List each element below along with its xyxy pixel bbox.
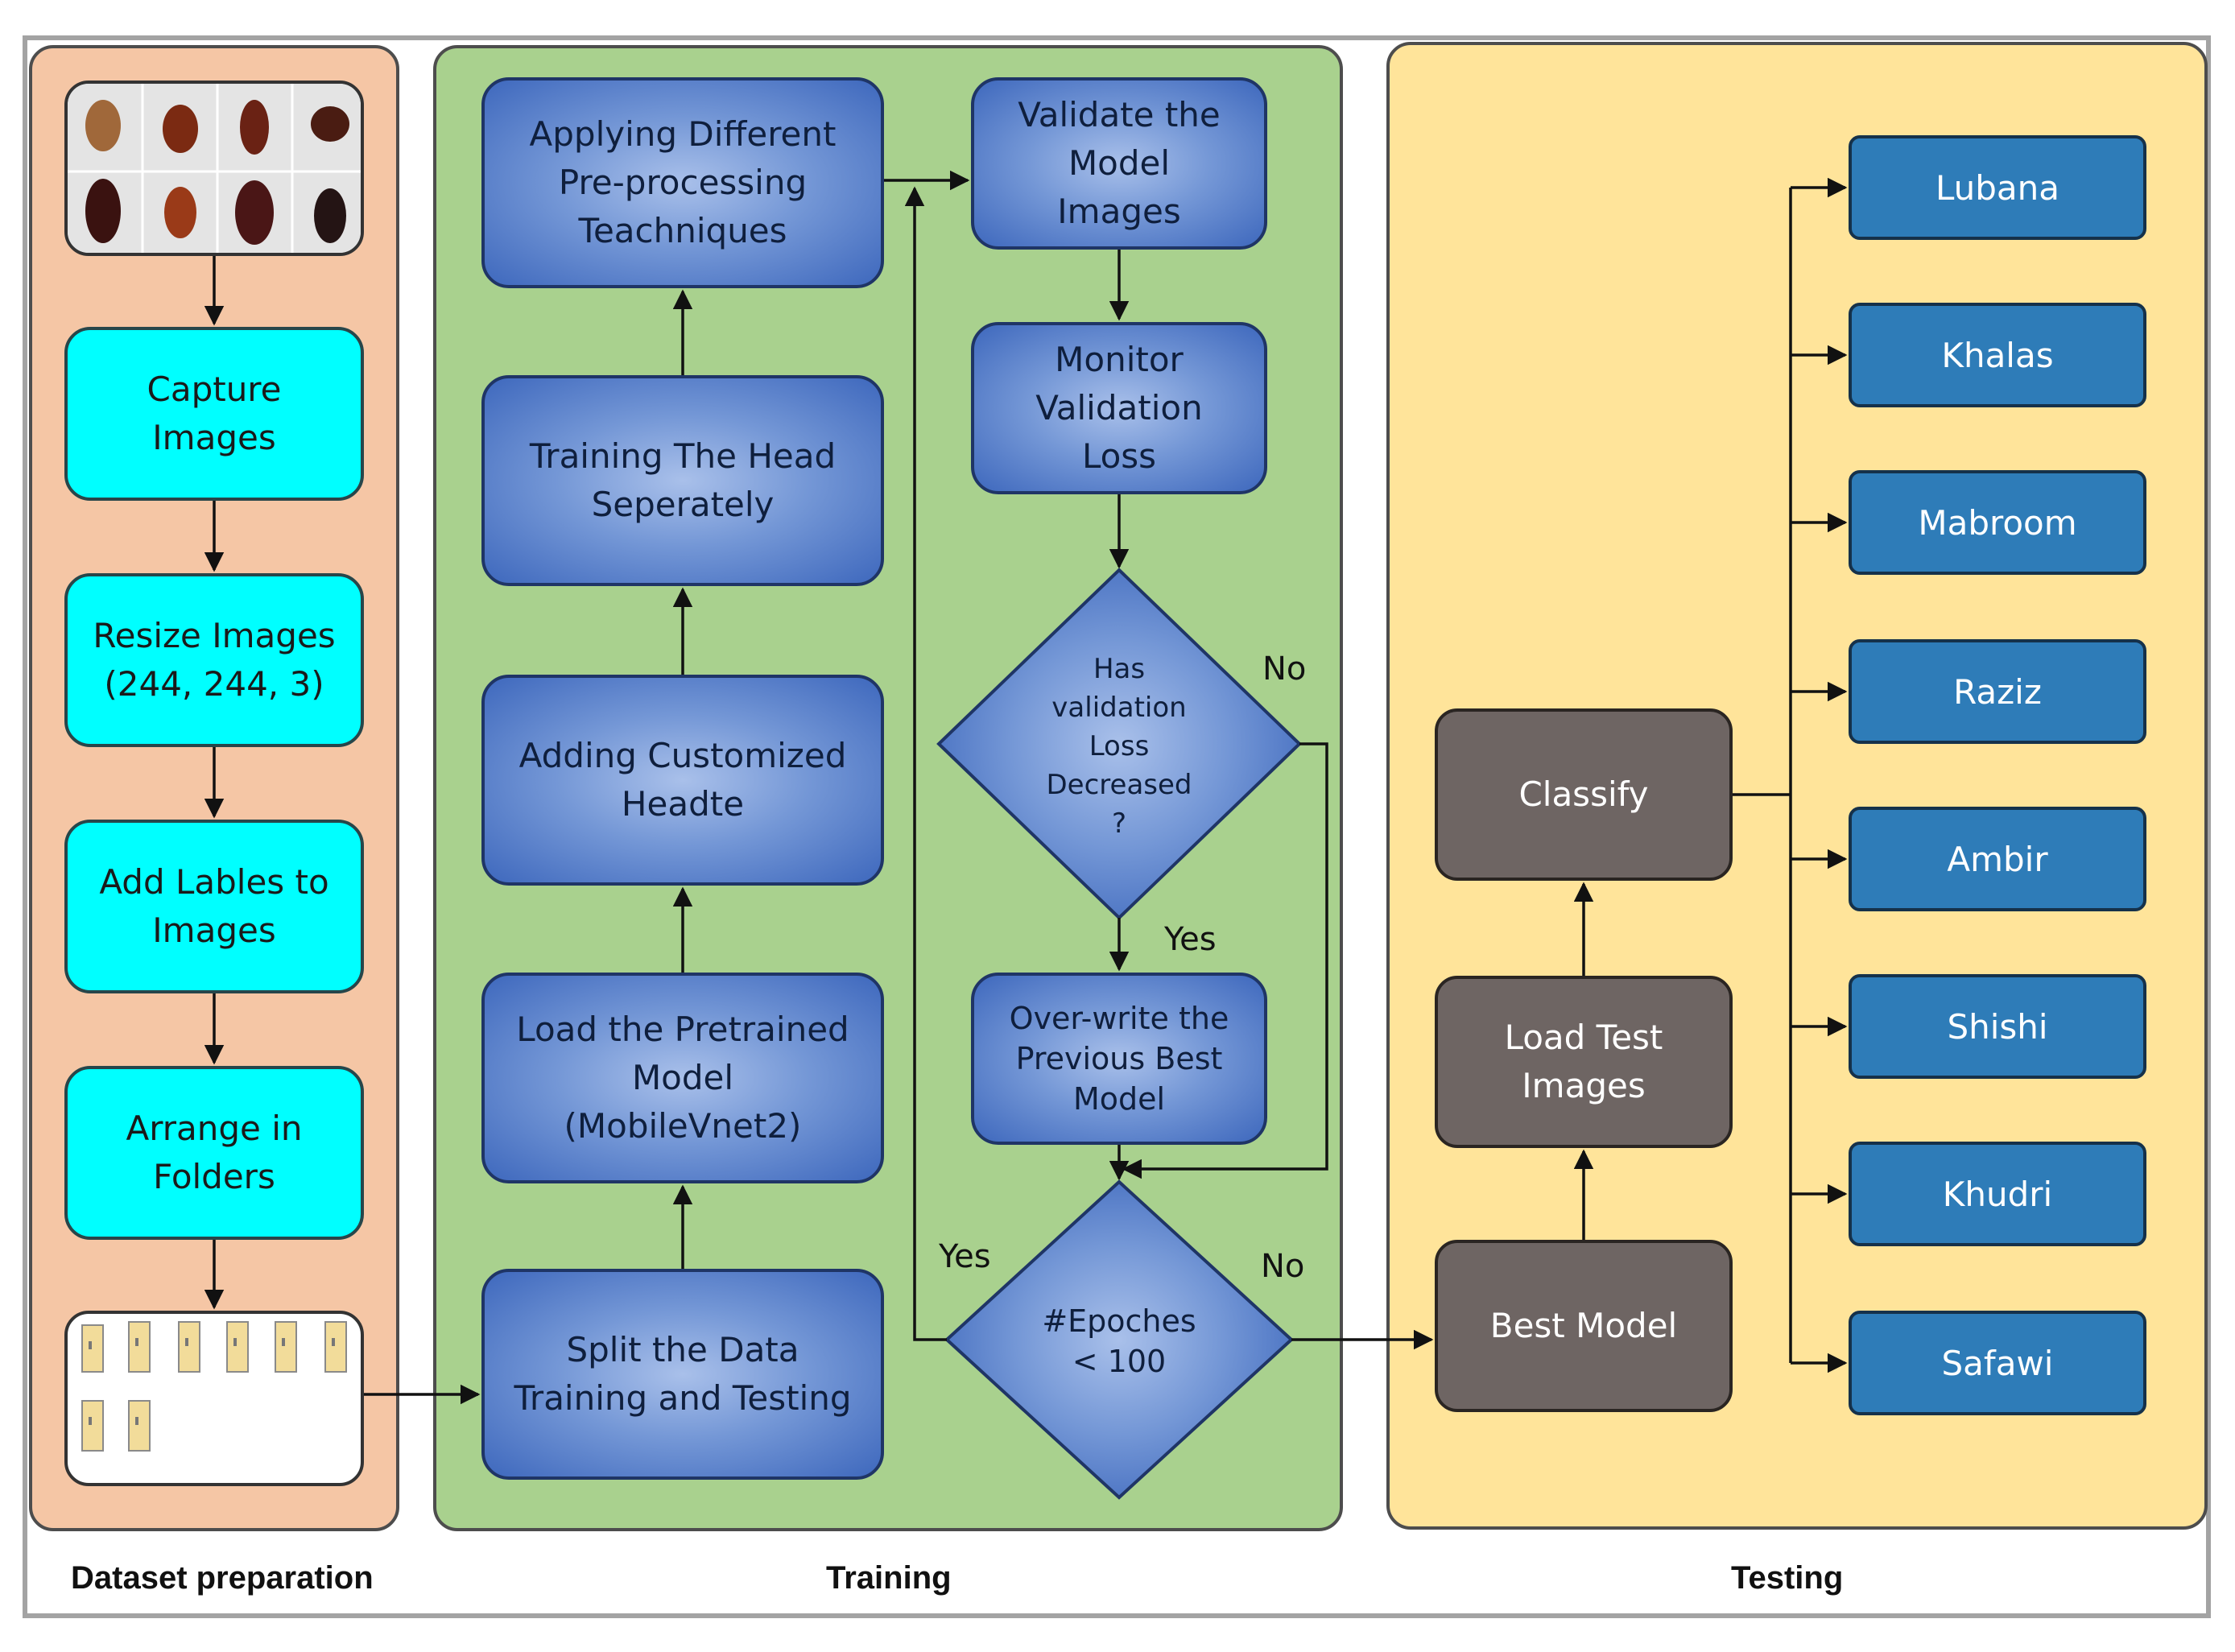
decision-epochs-yes-label: Yes xyxy=(938,1238,991,1275)
classify-box: Classify xyxy=(1435,708,1733,881)
decision-loss-no-label: No xyxy=(1262,650,1306,688)
training-head-box: Training The Head Seperately xyxy=(481,375,884,586)
dataset-preparation-label: Dataset preparation xyxy=(71,1560,374,1596)
decision-loss-yes-label: Yes xyxy=(1163,921,1217,958)
overwrite-best-model-box: Over-write the Previous Best Model xyxy=(971,973,1267,1145)
adding-customized-head-box: Adding Customized Headte xyxy=(481,675,884,886)
date-fruit-grid-icon xyxy=(68,84,361,253)
class-shishi-box: Shishi xyxy=(1849,974,2146,1079)
folder-icons xyxy=(81,1321,347,1452)
class-ambir-box: Ambir xyxy=(1849,807,2146,911)
class-mabroom-box: Mabroom xyxy=(1849,470,2146,575)
decision-loss-line-1: Has xyxy=(1093,653,1145,685)
decision-loss-line-2: validation xyxy=(1051,692,1186,724)
split-data-box: Split the Data Training and Testing xyxy=(481,1269,884,1480)
preprocessing-box: Applying Different Pre-processing Teachn… xyxy=(481,77,884,288)
arrange-folders-box: Arrange in Folders xyxy=(64,1066,364,1240)
decision-epochs-line-1: #Epoches xyxy=(1042,1303,1196,1339)
resize-images-box: Resize Images (244, 244, 3) xyxy=(64,573,364,747)
folders-screenshot xyxy=(64,1311,364,1486)
capture-images-box: Capture Images xyxy=(64,327,364,501)
decision-loss-line-5: ? xyxy=(1112,807,1126,840)
decision-loss-text: Has validation Loss Decreased ? xyxy=(1047,653,1192,840)
add-labels-box: Add Lables to Images xyxy=(64,820,364,993)
class-safawi-box: Safawi xyxy=(1849,1311,2146,1415)
decision-epochs-line-2: < 100 xyxy=(1072,1344,1166,1379)
decision-epochs-no-label: No xyxy=(1261,1248,1304,1285)
arrow-decision-no-to-epochs xyxy=(1122,742,1328,1179)
validate-model-box: Validate the Model Images xyxy=(971,77,1267,250)
class-lubana-box: Lubana xyxy=(1849,135,2146,240)
best-model-box: Best Model xyxy=(1435,1240,1733,1412)
testing-label: Testing xyxy=(1731,1560,1844,1596)
decision-loss-line-4: Decreased xyxy=(1047,769,1192,801)
load-pretrained-model-box: Load the Pretrained Model (MobileVnet2) xyxy=(481,973,884,1183)
training-label: Training xyxy=(826,1560,952,1596)
load-test-images-box: Load Test Images xyxy=(1435,976,1733,1148)
decision-epochs-text: #Epoches < 100 xyxy=(1042,1303,1196,1379)
date-fruit-photos xyxy=(64,81,364,256)
monitor-validation-loss-box: Monitor Validation Loss xyxy=(971,322,1267,494)
arrow-epochs-yes-loop xyxy=(904,186,947,1341)
decision-epochs-diamond xyxy=(944,1179,1294,1500)
decision-loss-line-3: Loss xyxy=(1089,730,1150,762)
class-khalas-box: Khalas xyxy=(1849,303,2146,407)
class-khudri-box: Khudri xyxy=(1849,1142,2146,1246)
class-raziz-box: Raziz xyxy=(1849,639,2146,744)
